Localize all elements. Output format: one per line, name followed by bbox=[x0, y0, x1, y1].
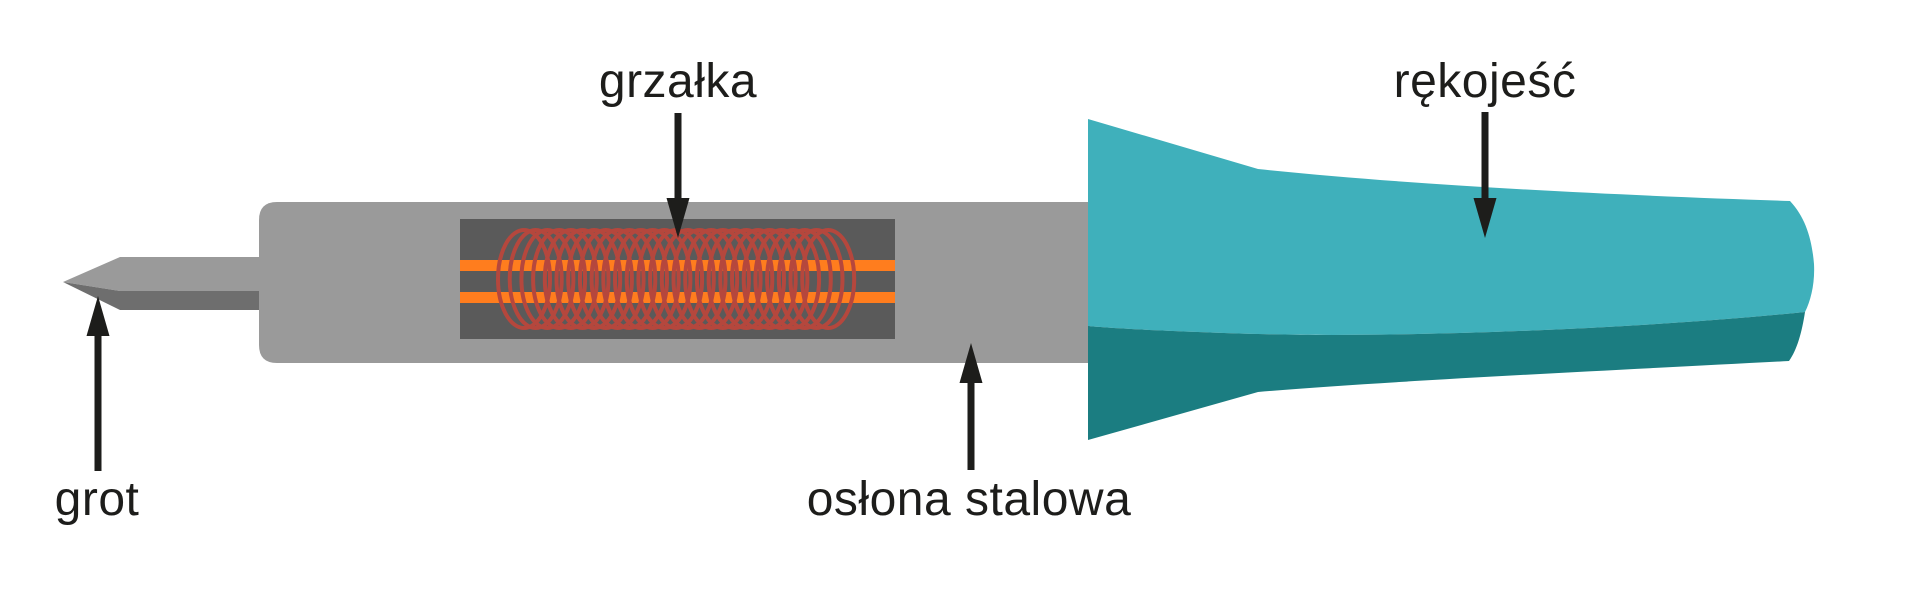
heater-coil-turn bbox=[706, 228, 763, 330]
annotation-arrows bbox=[86, 112, 1497, 471]
heater-coil-turn bbox=[566, 228, 623, 330]
tip-arrow-head bbox=[86, 296, 110, 336]
steel-shield-label: osłona stalowa bbox=[807, 473, 1132, 526]
handle-upper bbox=[1088, 119, 1815, 335]
heater-coil-turn bbox=[776, 228, 833, 330]
heater-coil-turn bbox=[683, 228, 740, 330]
heater-coil-turn bbox=[659, 228, 716, 330]
heater-coil-turn bbox=[671, 228, 728, 330]
heater-coil-turn bbox=[589, 228, 646, 330]
heater-arrow-head bbox=[666, 198, 690, 238]
steel-shield-arrow bbox=[959, 343, 983, 470]
heater-group bbox=[460, 228, 895, 330]
heater-coil bbox=[496, 228, 857, 330]
heater-coil-turn bbox=[624, 228, 681, 330]
heater-label: grzałka bbox=[599, 55, 757, 108]
heater-coil-turn bbox=[531, 228, 588, 330]
heater-coil-turn bbox=[542, 228, 599, 330]
heater-coil-turn bbox=[507, 228, 564, 330]
tip-cone-shadow bbox=[63, 282, 120, 310]
tip-label: grot bbox=[55, 473, 140, 526]
heater-coil-turn bbox=[519, 228, 576, 330]
handle-label: rękojeść bbox=[1394, 55, 1577, 108]
heater-coil-turn bbox=[718, 228, 775, 330]
tip-arrow bbox=[86, 296, 110, 471]
heater-coil-turn bbox=[741, 228, 798, 330]
handle-group bbox=[1088, 119, 1815, 440]
annotation-labels: grzałka rękojeść grot osłona stalowa bbox=[55, 55, 1577, 526]
tip-cone bbox=[63, 257, 120, 291]
tip-shaft bbox=[120, 257, 262, 291]
heater-arrow bbox=[666, 113, 690, 238]
heater-coil-turn bbox=[577, 228, 634, 330]
heater-coil-turn bbox=[788, 228, 845, 330]
heater-coil-turn bbox=[800, 228, 857, 330]
heater-coil-turn bbox=[694, 228, 751, 330]
heater-coil-turn bbox=[636, 228, 693, 330]
heater-coil-turn bbox=[753, 228, 810, 330]
handle-arrow bbox=[1473, 112, 1497, 238]
heater-coil-turn bbox=[496, 228, 552, 330]
heater-coil-turn bbox=[765, 228, 822, 330]
heater-coil-turn bbox=[554, 228, 611, 330]
handle-lower bbox=[1088, 312, 1805, 440]
heater-coil-turn bbox=[613, 228, 669, 330]
handle-arrow-head bbox=[1473, 198, 1497, 238]
tip-group bbox=[63, 257, 262, 310]
heater-coil-turn bbox=[730, 228, 786, 330]
steel-shield-arrow-head bbox=[959, 343, 983, 383]
tip-shaft-shadow bbox=[120, 291, 262, 310]
heater-coil-turn bbox=[601, 228, 658, 330]
